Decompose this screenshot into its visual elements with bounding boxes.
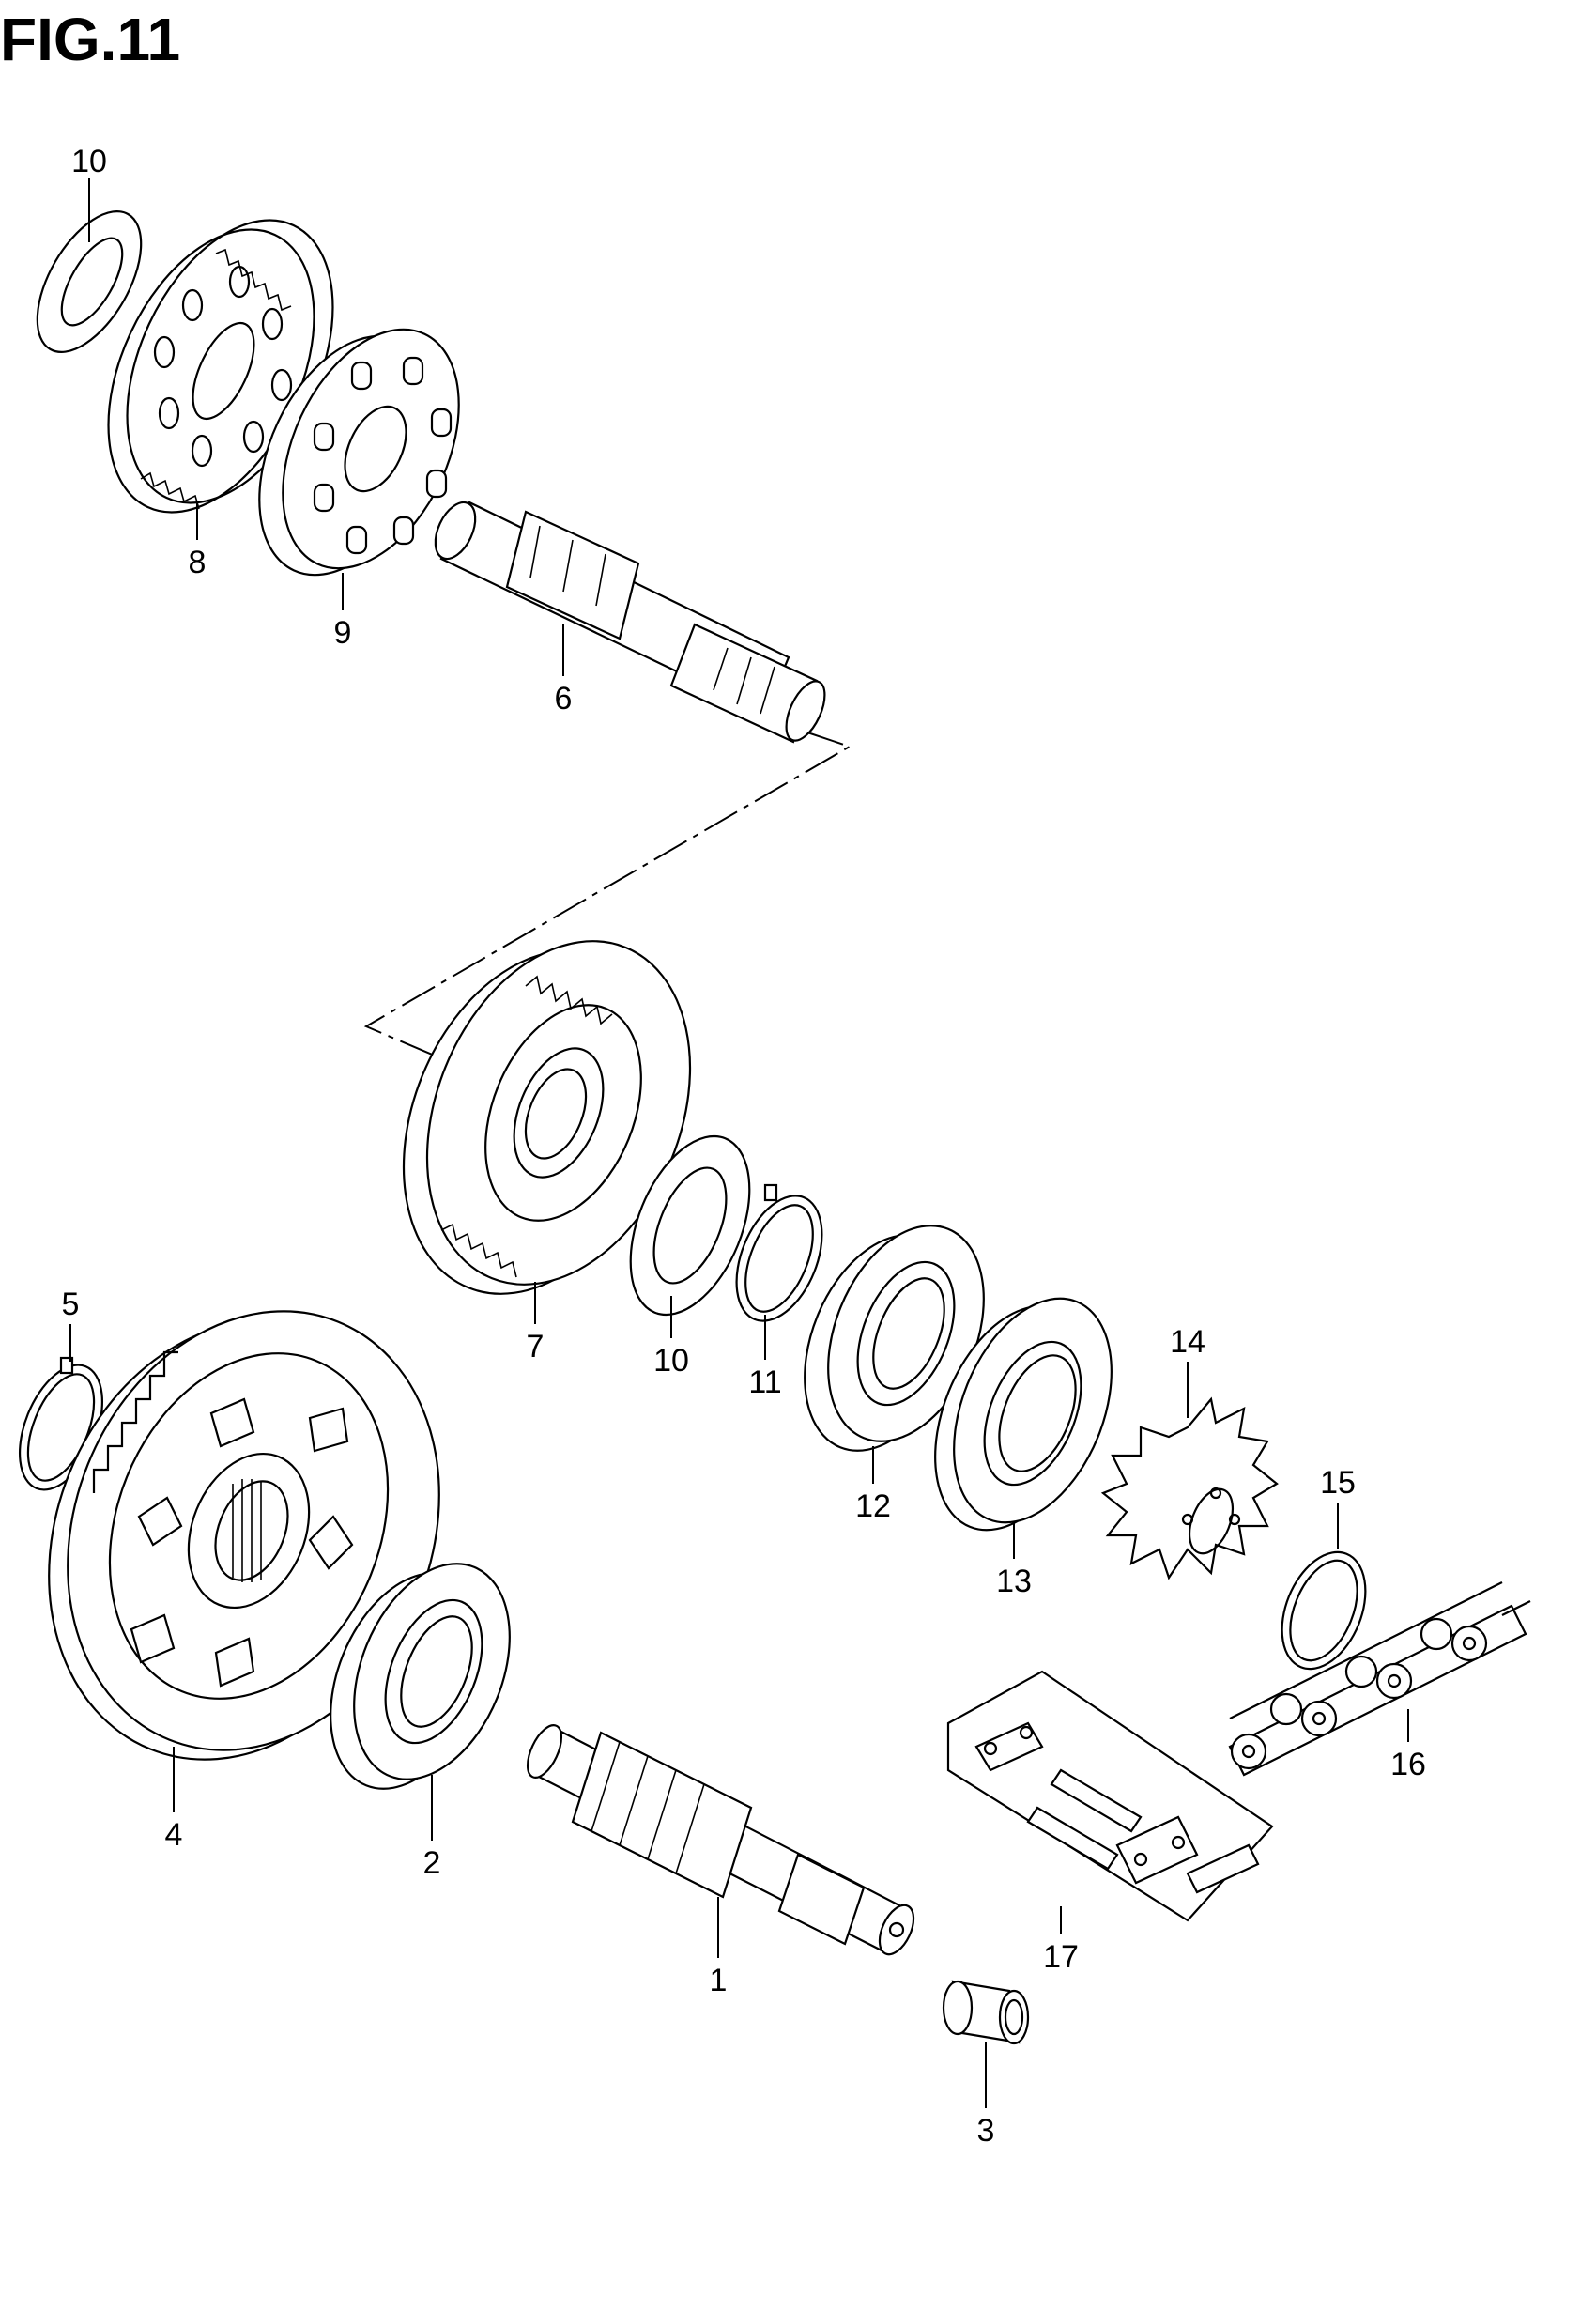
part-12-bearing bbox=[804, 1225, 985, 1452]
part-15-clip bbox=[1281, 1550, 1367, 1671]
part-3-collar bbox=[942, 1980, 1030, 2045]
callout-10-upper: 10 bbox=[71, 144, 107, 179]
part-7-large-gear bbox=[402, 940, 692, 1295]
part-6-shaft bbox=[434, 501, 826, 744]
callout-15: 15 bbox=[1320, 1465, 1356, 1501]
callout-3: 3 bbox=[977, 2113, 995, 2149]
part-2-bearing bbox=[330, 1563, 511, 1790]
part-9-roller-carrier bbox=[258, 328, 460, 577]
part-13-oil-seal bbox=[934, 1297, 1113, 1532]
callout-14: 14 bbox=[1170, 1324, 1205, 1360]
leader-lines bbox=[69, 178, 1409, 2108]
callout-16: 16 bbox=[1390, 1747, 1426, 1782]
callout-9: 9 bbox=[334, 615, 352, 651]
callout-17: 17 bbox=[1043, 1939, 1079, 1975]
callout-2: 2 bbox=[423, 1845, 441, 1881]
part-1-countershaft bbox=[526, 1724, 915, 1956]
part-8-gear-disc bbox=[107, 219, 334, 514]
part-10-washer-upper bbox=[36, 210, 143, 353]
part-10-washer-lower bbox=[629, 1134, 751, 1317]
part-11-circlip bbox=[735, 1183, 823, 1322]
assembly-axis-line bbox=[363, 732, 852, 1057]
callout-11: 11 bbox=[748, 1364, 781, 1400]
callout-10-lower: 10 bbox=[653, 1343, 689, 1379]
callout-4: 4 bbox=[165, 1817, 183, 1853]
part-4-drive-gear bbox=[48, 1310, 440, 1761]
part-17-joint-kit bbox=[946, 1670, 1274, 1922]
callout-5: 5 bbox=[62, 1287, 80, 1322]
callout-7: 7 bbox=[527, 1329, 545, 1364]
figure-title: FIG.11 bbox=[0, 6, 180, 73]
callout-1: 1 bbox=[710, 1963, 728, 1998]
callout-13: 13 bbox=[996, 1564, 1032, 1599]
part-16-chain bbox=[1228, 1581, 1531, 1777]
part-14-sprocket bbox=[1100, 1396, 1279, 1580]
callout-12: 12 bbox=[855, 1488, 891, 1524]
callout-6: 6 bbox=[555, 681, 573, 717]
callout-8: 8 bbox=[189, 545, 207, 580]
